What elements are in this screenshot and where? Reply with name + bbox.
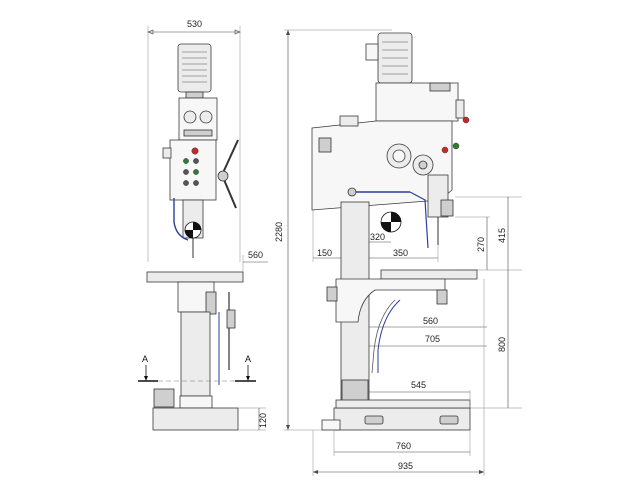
panel-red-button — [191, 147, 199, 155]
front-view: 530 — [138, 19, 268, 431]
dim-overall-height: 2280 — [274, 222, 284, 242]
side-chuck-guard — [409, 191, 429, 249]
side-view: 2280 — [274, 29, 522, 476]
dim-side-545: 545 — [411, 380, 426, 390]
front-chuck-guard — [173, 198, 189, 241]
side-table-bracket — [335, 278, 446, 323]
side-center-mark — [380, 211, 402, 233]
dim-front-base: 120 — [258, 413, 268, 428]
front-motor — [177, 43, 212, 93]
front-base — [152, 407, 239, 431]
section-label-right: A — [245, 354, 251, 364]
front-center-mark — [184, 221, 202, 239]
side-table — [380, 269, 478, 280]
dim-side-760: 760 — [396, 441, 411, 451]
front-table — [146, 271, 244, 283]
section-label-left: A — [142, 354, 148, 364]
dim-side-150: 150 — [317, 248, 332, 258]
dim-front-width: 530 — [187, 19, 202, 29]
dim-side-560: 560 — [423, 316, 438, 326]
front-feed-handle — [217, 139, 239, 209]
dim-side-415: 415 — [497, 228, 507, 243]
section-mark-right: A — [235, 354, 256, 382]
front-column — [180, 311, 211, 397]
dim-side-935: 935 — [398, 461, 413, 471]
dim-side-800: 800 — [497, 337, 507, 352]
dim-side-705: 705 — [425, 334, 440, 344]
dim-side-320: 320 — [370, 232, 385, 242]
dim-front-table: 560 — [248, 250, 263, 260]
dim-side-270: 270 — [476, 237, 486, 252]
side-head-body — [311, 120, 453, 211]
section-mark-left: A — [138, 354, 158, 382]
dim-side-350: 350 — [393, 248, 408, 258]
